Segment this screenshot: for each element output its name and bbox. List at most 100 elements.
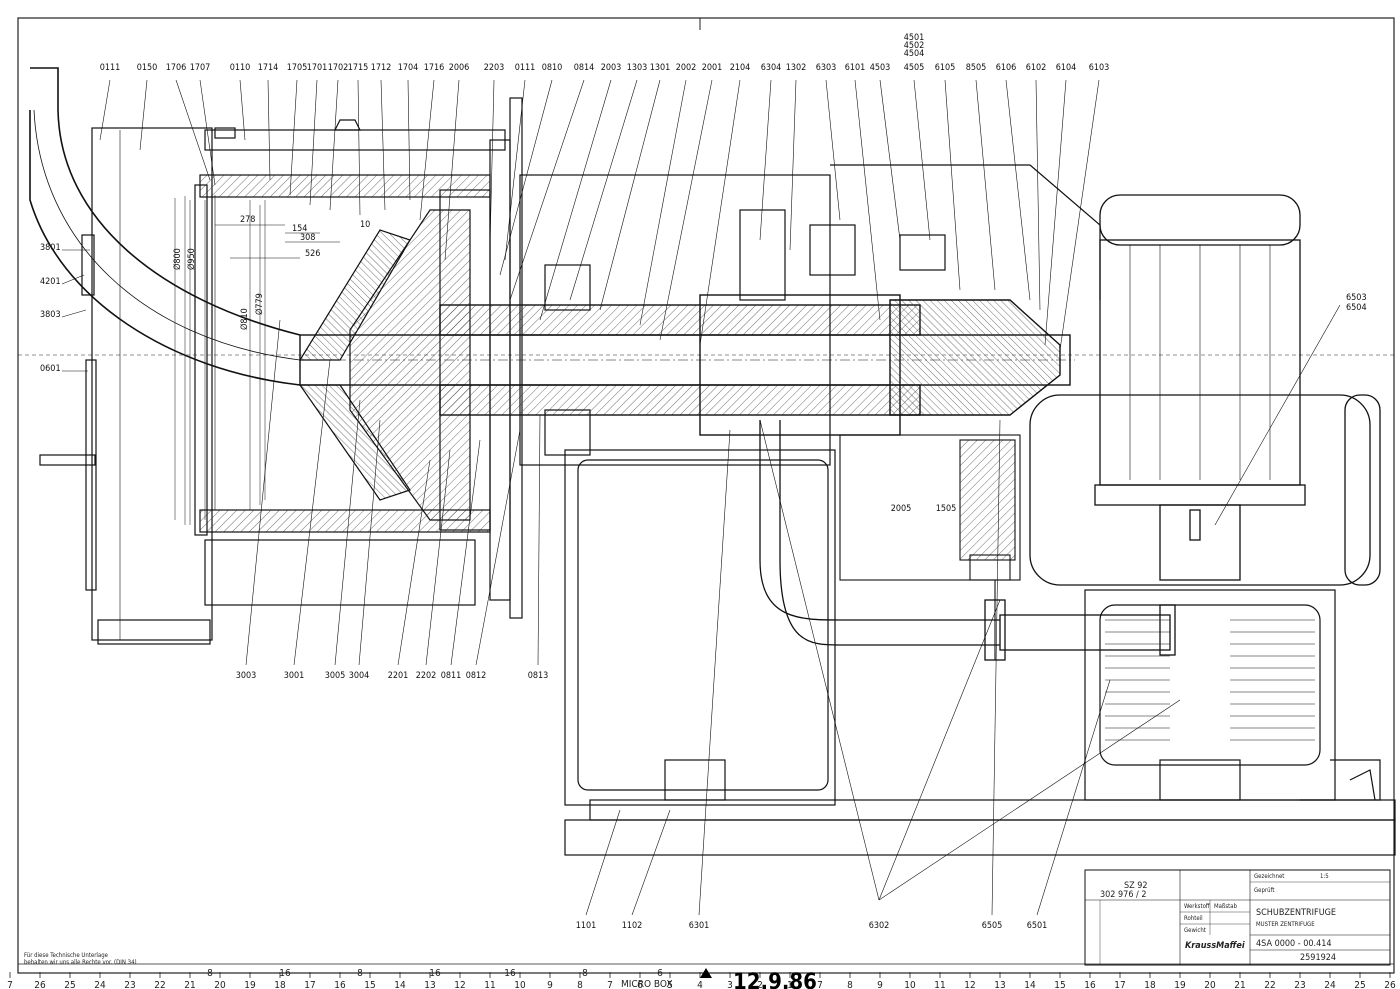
- ruler-label: 14: [1024, 980, 1036, 989]
- ruler-label: 23: [124, 980, 135, 989]
- date-stamp: 12.9.86: [733, 970, 817, 989]
- company-logo: KraussMaffei: [1185, 941, 1245, 951]
- ruler-label: 26: [1384, 980, 1396, 989]
- field-gezeichnet: Gezeichnet: [1254, 873, 1284, 880]
- part-callout: 6501: [1027, 921, 1048, 931]
- title-block: SZ 92 302 976 / 2 Werkstoff Rohteil Gewi…: [1084, 869, 1391, 966]
- leader-lines: [61, 79, 1341, 916]
- dimension-lines: [189, 200, 340, 525]
- part-callout: 0812: [466, 671, 487, 681]
- ruler-top-label: 8: [357, 968, 363, 979]
- ruler-label: 18: [274, 980, 286, 989]
- ruler-label: 25: [64, 980, 75, 989]
- part-callout: 8505: [966, 63, 987, 73]
- part-callout: 4502: [904, 41, 925, 51]
- oil-pipe: [759, 420, 1176, 661]
- part-callout: 4503: [870, 63, 891, 73]
- ruler-label: 11: [484, 980, 495, 989]
- motor: [1029, 194, 1381, 586]
- ruler-label: 22: [154, 980, 165, 989]
- part-callout: 1716: [424, 63, 445, 73]
- ruler-label: 26: [34, 980, 46, 989]
- ruler-top-label: 8: [582, 968, 588, 979]
- microfilm-stamp: MICRO BOX 12.9.86: [621, 968, 817, 989]
- part-callout: 1705: [287, 63, 308, 73]
- ruler-label: 16: [1084, 980, 1096, 989]
- part-callout: 6103: [1089, 63, 1110, 73]
- ruler-top-label: 6: [657, 968, 663, 979]
- part-callout: 3005: [325, 671, 346, 681]
- part-callout: 2104: [730, 63, 751, 73]
- part-callout: 2003: [601, 63, 622, 73]
- part-callout: 3803: [40, 310, 61, 320]
- title-ref-2: 302 976 / 2: [1100, 890, 1147, 900]
- field-geprueft: Geprüft: [1254, 887, 1274, 894]
- part-callout: 3004: [349, 671, 370, 681]
- ruler-label: 1: [787, 980, 793, 989]
- part-callout: 6304: [761, 63, 782, 73]
- part-callout: 1714: [258, 63, 279, 73]
- copyright-note: Für diese Technische Unterlage behalten …: [24, 952, 137, 966]
- dim-d800: Ø800: [172, 248, 183, 270]
- part-callout: 0111: [100, 63, 121, 73]
- field-massstab: Maßstab: [1214, 903, 1238, 910]
- pulley: [839, 434, 1021, 660]
- dim-d950: Ø950: [186, 248, 197, 270]
- part-callout: 6505: [982, 921, 1003, 931]
- ruler-label: 23: [1294, 980, 1305, 989]
- part-callout: 4504: [904, 49, 925, 59]
- part-callout: 0150: [137, 63, 158, 73]
- part-callout: 1303: [627, 63, 648, 73]
- ruler-label: 21: [184, 980, 195, 989]
- field-gewicht: Gewicht: [1184, 927, 1206, 934]
- dim-10: 10: [360, 220, 370, 230]
- part-callout: 0810: [542, 63, 563, 73]
- part-callout: 4505: [904, 63, 925, 73]
- ruler-label: 20: [214, 980, 226, 989]
- dim-d810: Ø810: [239, 308, 250, 330]
- part-callout: 2201: [388, 671, 409, 681]
- part-callout: 0811: [441, 671, 462, 681]
- part-callout: 2202: [416, 671, 437, 681]
- title-ref-1: SZ 92: [1124, 881, 1148, 891]
- ruler-label: 24: [94, 980, 106, 989]
- part-callout: 2005: [891, 504, 912, 514]
- ruler-label: 20: [1204, 980, 1216, 989]
- part-callout: 1704: [398, 63, 419, 73]
- part-callout: 1707: [190, 63, 211, 73]
- part-callout: 3001: [284, 671, 305, 681]
- ruler-top-label: 16: [504, 968, 516, 979]
- note-line-1: Für diese Technische Unterlage: [24, 952, 109, 959]
- part-callout: 6503: [1346, 293, 1367, 303]
- part-callout: 6106: [996, 63, 1017, 73]
- drawing-serial: 2591924: [1300, 953, 1336, 963]
- ruler-label: 6: [637, 980, 643, 989]
- ruler-label: 4: [697, 980, 703, 989]
- field-scale: 1:5: [1320, 873, 1329, 880]
- part-callout: 0111: [515, 63, 536, 73]
- part-callout: 0814: [574, 63, 595, 73]
- part-callout: 2001: [702, 63, 723, 73]
- ruler-label: 7: [607, 980, 613, 989]
- ruler-label: 5: [667, 980, 673, 989]
- basket-drum: [174, 174, 491, 606]
- part-callout: 3003: [236, 671, 257, 681]
- part-callout: 0813: [528, 671, 549, 681]
- ruler-label: 24: [1324, 980, 1336, 989]
- ruler-label: 12: [454, 980, 465, 989]
- sheet-border: [17, 17, 1395, 974]
- ruler-label: 18: [1144, 980, 1156, 989]
- part-callout: 6101: [845, 63, 866, 73]
- part-callout: 6301: [689, 921, 710, 931]
- cooler-tank: [1084, 589, 1381, 801]
- ruler-label: 7: [817, 980, 823, 989]
- microbox-label: MICRO BOX: [621, 979, 672, 989]
- part-callout: 2006: [449, 63, 470, 73]
